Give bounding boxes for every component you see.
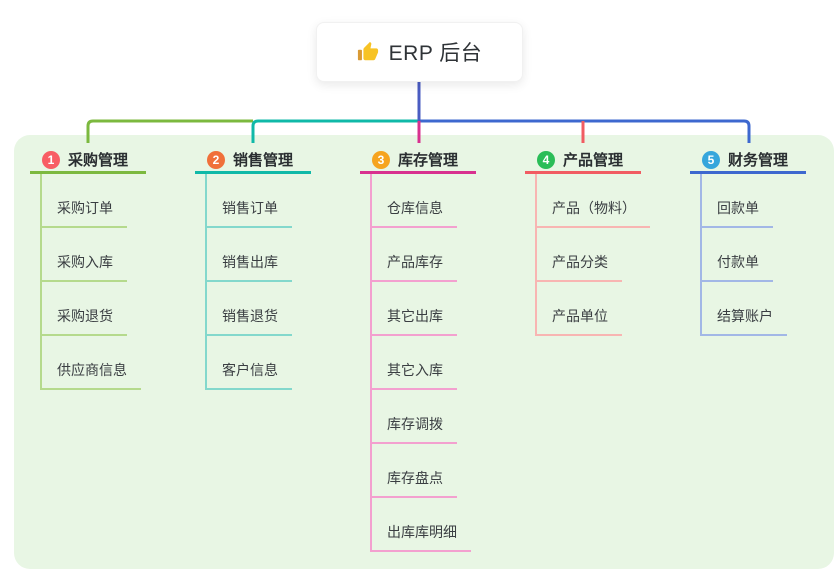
branch-sales-children: 销售订单 销售出库 销售退货 客户信息 [205, 174, 311, 390]
branch-label-text: 产品管理 [563, 152, 624, 169]
branch-vline [205, 174, 207, 390]
branch-sales-label[interactable]: 2 销售管理 [195, 148, 311, 174]
child-row: 供应商信息 [40, 336, 146, 390]
child-row: 其它出库 [370, 282, 476, 336]
child-node[interactable]: 采购退货 [40, 306, 127, 336]
branch-label-text: 采购管理 [68, 152, 129, 169]
child-row: 库存调拨 [370, 390, 476, 444]
child-node[interactable]: 销售出库 [205, 252, 292, 282]
child-row: 其它入库 [370, 336, 476, 390]
child-row: 产品单位 [535, 282, 641, 336]
branch-product-label[interactable]: 4 产品管理 [525, 148, 641, 174]
child-row: 客户信息 [205, 336, 311, 390]
branch-label-text: 库存管理 [398, 152, 459, 169]
child-node[interactable]: 销售订单 [205, 198, 292, 228]
child-row: 销售订单 [205, 174, 311, 228]
child-row: 仓库信息 [370, 174, 476, 228]
child-node[interactable]: 回款单 [700, 198, 773, 228]
child-node[interactable]: 产品单位 [535, 306, 622, 336]
child-row: 采购退货 [40, 282, 146, 336]
child-node[interactable]: 其它出库 [370, 306, 457, 336]
child-node[interactable]: 产品分类 [535, 252, 622, 282]
branch-finance: 5 财务管理 回款单 付款单 结算账户 [690, 148, 806, 336]
branch-product-children: 产品（物料） 产品分类 产品单位 [535, 174, 650, 336]
branch-sales: 2 销售管理 销售订单 销售出库 销售退货 客户信息 [195, 148, 311, 390]
branch-number-badge: 2 [207, 150, 225, 169]
branch-number-badge: 3 [372, 150, 390, 169]
branch-purchase-label[interactable]: 1 采购管理 [30, 148, 146, 174]
thumbs-up-icon [357, 41, 379, 63]
child-row: 产品库存 [370, 228, 476, 282]
branch-vline [370, 174, 372, 552]
root-node[interactable]: ERP 后台 [316, 22, 523, 82]
child-node[interactable]: 供应商信息 [40, 360, 141, 390]
branch-finance-label[interactable]: 5 财务管理 [690, 148, 806, 174]
child-row: 采购订单 [40, 174, 146, 228]
child-node[interactable]: 采购入库 [40, 252, 127, 282]
child-node[interactable]: 客户信息 [205, 360, 292, 390]
child-row: 回款单 [700, 174, 806, 228]
branch-number-badge: 1 [42, 150, 60, 169]
branch-vline [700, 174, 702, 336]
root-title: ERP 后台 [388, 42, 483, 65]
branch-label-text: 财务管理 [728, 152, 789, 169]
child-row: 采购入库 [40, 228, 146, 282]
child-node[interactable]: 库存盘点 [370, 468, 457, 498]
child-node[interactable]: 产品（物料） [535, 198, 650, 228]
branch-number-badge: 4 [537, 150, 555, 169]
branch-purchase-children: 采购订单 采购入库 采购退货 供应商信息 [40, 174, 146, 390]
child-node[interactable]: 出库库明细 [370, 522, 471, 552]
branch-inventory-label[interactable]: 3 库存管理 [360, 148, 476, 174]
child-row: 销售出库 [205, 228, 311, 282]
branch-finance-children: 回款单 付款单 结算账户 [700, 174, 806, 336]
branch-product: 4 产品管理 产品（物料） 产品分类 产品单位 [525, 148, 650, 336]
child-node[interactable]: 结算账户 [700, 306, 787, 336]
branch-label-text: 销售管理 [233, 152, 294, 169]
child-row: 销售退货 [205, 282, 311, 336]
child-row: 产品分类 [535, 228, 641, 282]
branch-vline [535, 174, 537, 336]
child-node[interactable]: 付款单 [700, 252, 773, 282]
child-row: 付款单 [700, 228, 806, 282]
branch-inventory: 3 库存管理 仓库信息 产品库存 其它出库 其它入库 库存调拨 库存盘点 出库库… [360, 148, 476, 552]
child-row: 库存盘点 [370, 444, 476, 498]
child-node[interactable]: 采购订单 [40, 198, 127, 228]
branch-inventory-children: 仓库信息 产品库存 其它出库 其它入库 库存调拨 库存盘点 出库库明细 [370, 174, 476, 552]
child-node[interactable]: 仓库信息 [370, 198, 457, 228]
child-row: 产品（物料） [535, 174, 650, 228]
child-node[interactable]: 销售退货 [205, 306, 292, 336]
child-row: 结算账户 [700, 282, 806, 336]
branch-vline [40, 174, 42, 390]
child-node[interactable]: 库存调拨 [370, 414, 457, 444]
child-row: 出库库明细 [370, 498, 476, 552]
branch-number-badge: 5 [702, 150, 720, 169]
branch-purchase: 1 采购管理 采购订单 采购入库 采购退货 供应商信息 [30, 148, 146, 390]
child-node[interactable]: 其它入库 [370, 360, 457, 390]
child-node[interactable]: 产品库存 [370, 252, 457, 282]
